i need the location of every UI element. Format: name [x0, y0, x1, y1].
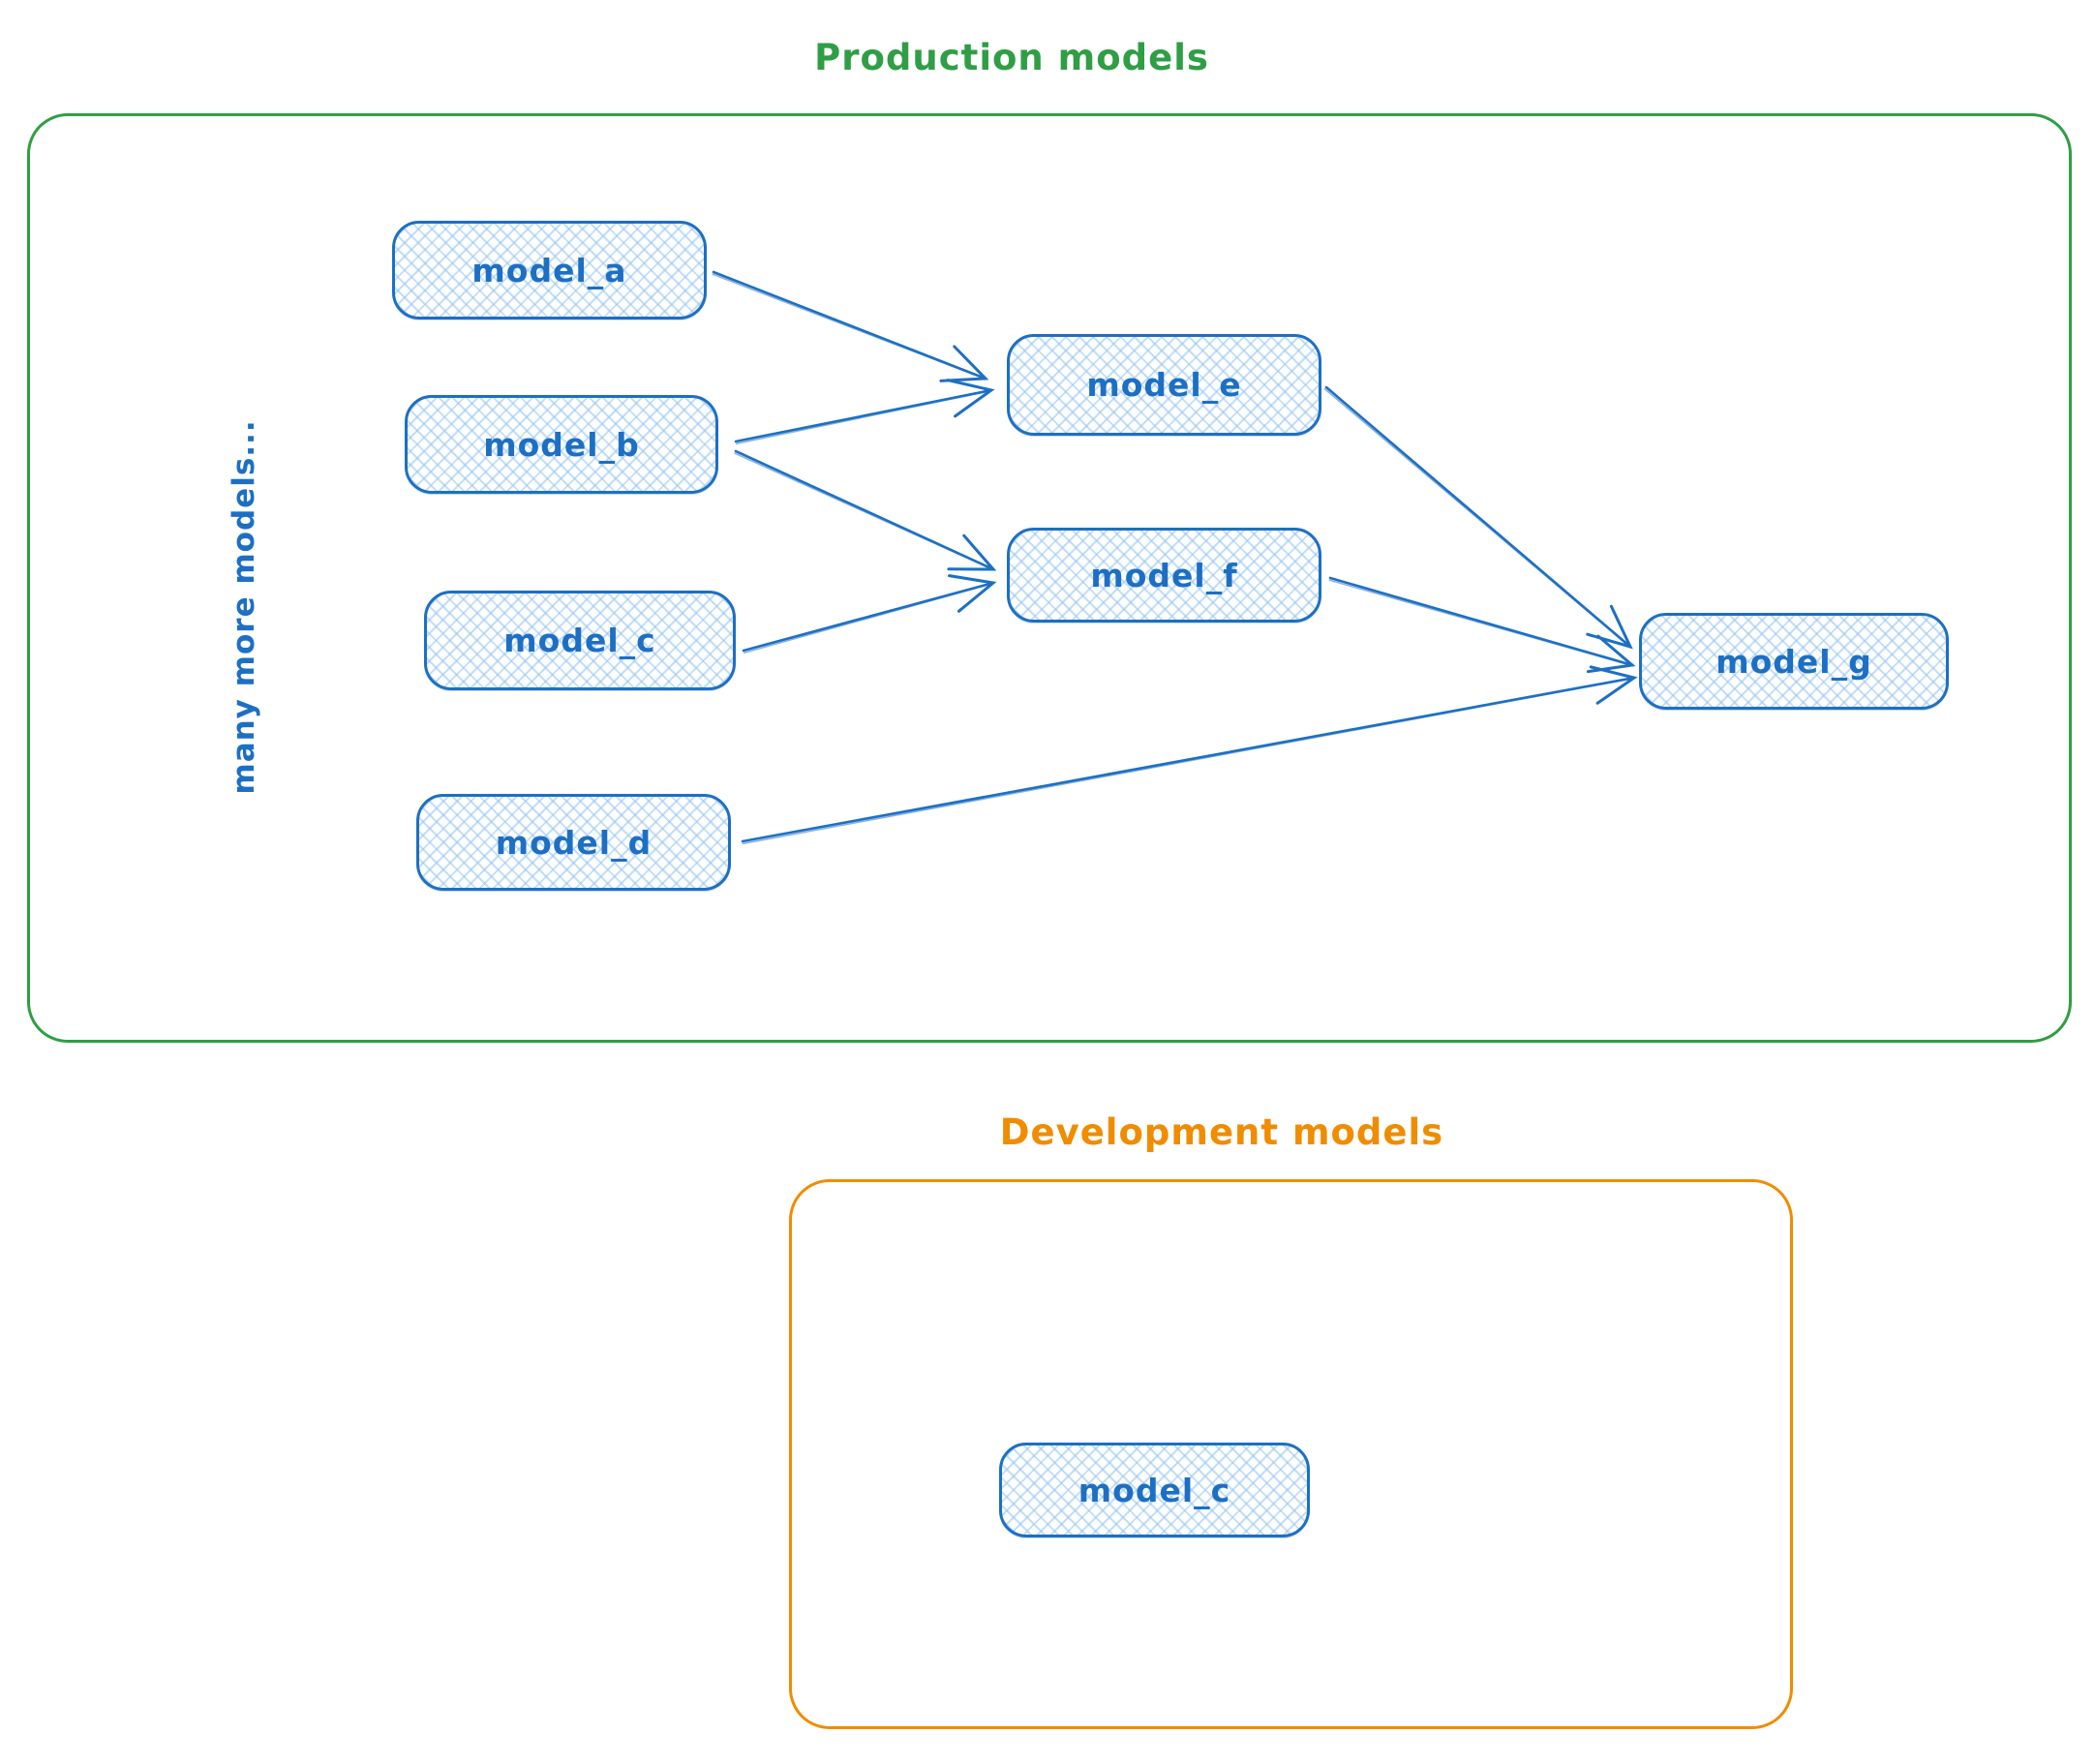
node-model-g-label: model_g [1715, 642, 1872, 681]
node-model-b[interactable]: model_b [405, 395, 718, 494]
node-model-f[interactable]: model_f [1007, 528, 1321, 623]
production-group-box [27, 113, 2072, 1043]
node-model-c[interactable]: model_c [424, 591, 736, 690]
node-model-a-label: model_a [471, 251, 627, 289]
production-group-title: Production models [814, 37, 1209, 78]
node-model-c-label: model_c [503, 622, 656, 659]
node-model-d[interactable]: model_d [416, 794, 731, 891]
node-model-e-label: model_e [1086, 366, 1242, 404]
node-model-c-dev[interactable]: model_c [999, 1443, 1310, 1537]
node-model-d-label: model_d [495, 823, 653, 862]
node-model-e[interactable]: model_e [1007, 334, 1321, 436]
node-model-f-label: model_f [1090, 556, 1238, 594]
node-model-c-dev-label: model_c [1078, 1471, 1231, 1509]
many-more-models-label: many more models... [227, 419, 261, 795]
development-group-title: Development models [999, 1111, 1444, 1153]
node-model-a[interactable]: model_a [392, 221, 707, 319]
development-group-box [789, 1179, 1793, 1729]
node-model-b-label: model_b [483, 425, 640, 464]
node-model-g[interactable]: model_g [1639, 613, 1949, 710]
